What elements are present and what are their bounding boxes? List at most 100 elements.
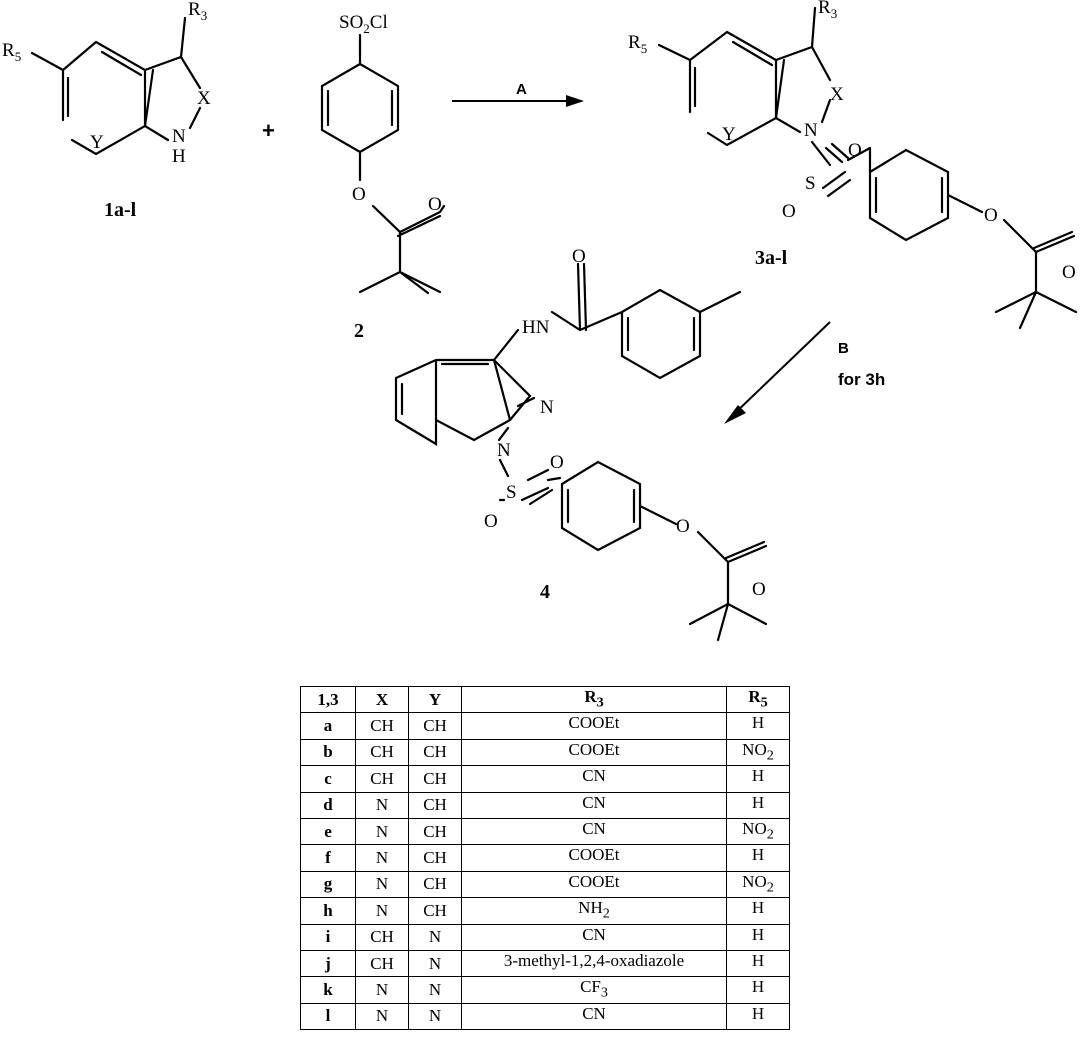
c3-y-label: Y [722, 124, 736, 145]
cell-x: CH [355, 949, 409, 978]
compound-2-structure: SO2Cl O O 2 [320, 12, 446, 342]
cell-compound-id: b [300, 738, 356, 767]
c1-x-label: X [197, 88, 211, 109]
arrow-a-label: A [516, 81, 527, 98]
c3-r5-label: R5 [628, 32, 647, 56]
c3-s-label: S [805, 173, 816, 194]
c4-n2-label: N [540, 397, 554, 418]
cell-r5: H [726, 844, 790, 872]
c4-n1-label: N [497, 440, 511, 461]
cell-x: N [355, 817, 409, 846]
compound-1-structure: R3 R5 X Y N H 1a-l [2, 0, 211, 221]
cell-compound-id: a [300, 712, 356, 740]
cell-r3: COOEt [461, 738, 727, 767]
cell-r3: 3-methyl-1,2,4-oxadiazole [461, 949, 727, 978]
header-compound: 1,3 [300, 685, 356, 714]
cell-compound-id: i [300, 923, 356, 951]
c4-sulfonyl-o2: O [484, 511, 498, 532]
c4-sulfonyl-o1: O [550, 452, 564, 473]
c3-ester-oxygen: O [984, 205, 998, 226]
cell-x: CH [355, 923, 409, 951]
c1-n-label: N [172, 126, 186, 147]
table-header-row: 1,3 X Y R3 R5 [300, 685, 790, 714]
cell-r3: CN [461, 923, 727, 951]
cell-compound-id: h [300, 897, 356, 925]
cell-y: CH [408, 870, 462, 899]
cell-x: N [355, 1002, 409, 1031]
cell-r5: NO2 [726, 738, 790, 767]
cell-r3: CN [461, 817, 727, 846]
cell-r5: H [726, 791, 790, 819]
c2-ester-oxygen: O [352, 184, 366, 205]
cell-y: CH [408, 712, 462, 740]
cell-compound-id: g [300, 870, 356, 899]
c1-r5-label: R5 [2, 40, 21, 64]
header-y: Y [408, 685, 462, 714]
header-r3: R3 [461, 685, 727, 714]
cell-r5: H [726, 712, 790, 740]
c4-carbonyl-oxygen: O [752, 579, 766, 600]
cell-r3: CN [461, 791, 727, 819]
cell-r5: H [726, 1002, 790, 1031]
c4-hn-label: HN [522, 317, 550, 338]
c4-amide-oxygen: O [572, 246, 586, 267]
cell-y: CH [408, 791, 462, 819]
cell-r5: NO2 [726, 817, 790, 846]
cell-y: N [408, 976, 462, 1004]
cell-r3: COOEt [461, 712, 727, 740]
c1-compound-label: 1a-l [104, 199, 137, 221]
cell-r5: NO2 [726, 870, 790, 899]
cell-compound-id: e [300, 817, 356, 846]
plus-sign: + [262, 118, 275, 143]
cell-y: CH [408, 765, 462, 793]
reaction-arrow-b: B for 3h [724, 321, 885, 424]
cell-x: N [355, 870, 409, 899]
c4-s-label: S [506, 482, 517, 503]
c3-x-label: X [830, 84, 844, 105]
arrow-b-note: for 3h [838, 370, 885, 389]
compound-3-structure: R3 R5 X Y N S O O O O 3a-l [628, 0, 1078, 330]
cell-x: N [355, 791, 409, 819]
cell-y: N [408, 1002, 462, 1031]
c3-sulfonyl-o1: O [848, 140, 862, 161]
c2-sulfonyl-chloride-label: SO2Cl [339, 12, 388, 36]
cell-r5: H [726, 923, 790, 951]
compound-4-structure: HN O N N S O O O O 4 [394, 246, 768, 642]
c3-compound-label: 3a-l [755, 247, 788, 269]
cell-r5: H [726, 976, 790, 1004]
cell-x: CH [355, 738, 409, 767]
header-r5: R5 [726, 685, 790, 714]
c3-carbonyl-oxygen: O [1062, 262, 1076, 283]
c4-compound-label: 4 [540, 581, 550, 603]
cell-r5: H [726, 897, 790, 925]
reaction-arrow-a: A [452, 81, 584, 107]
cell-r3: CN [461, 765, 727, 793]
c1-y-label: Y [90, 132, 104, 153]
c2-carbonyl-oxygen: O [428, 194, 442, 215]
c3-r3-label: R3 [818, 0, 837, 21]
c1-h-label: H [172, 146, 186, 167]
cell-r3: CN [461, 1002, 727, 1031]
cell-r5: H [726, 765, 790, 793]
cell-r3: CF3 [461, 976, 727, 1004]
cell-x: CH [355, 712, 409, 740]
cell-x: CH [355, 765, 409, 793]
c2-compound-label: 2 [354, 320, 364, 342]
c4-ester-oxygen: O [676, 516, 690, 537]
cell-compound-id: c [300, 765, 356, 793]
cell-compound-id: l [300, 1002, 356, 1031]
cell-y: N [408, 949, 462, 978]
cell-r3: COOEt [461, 870, 727, 899]
cell-y: CH [408, 817, 462, 846]
